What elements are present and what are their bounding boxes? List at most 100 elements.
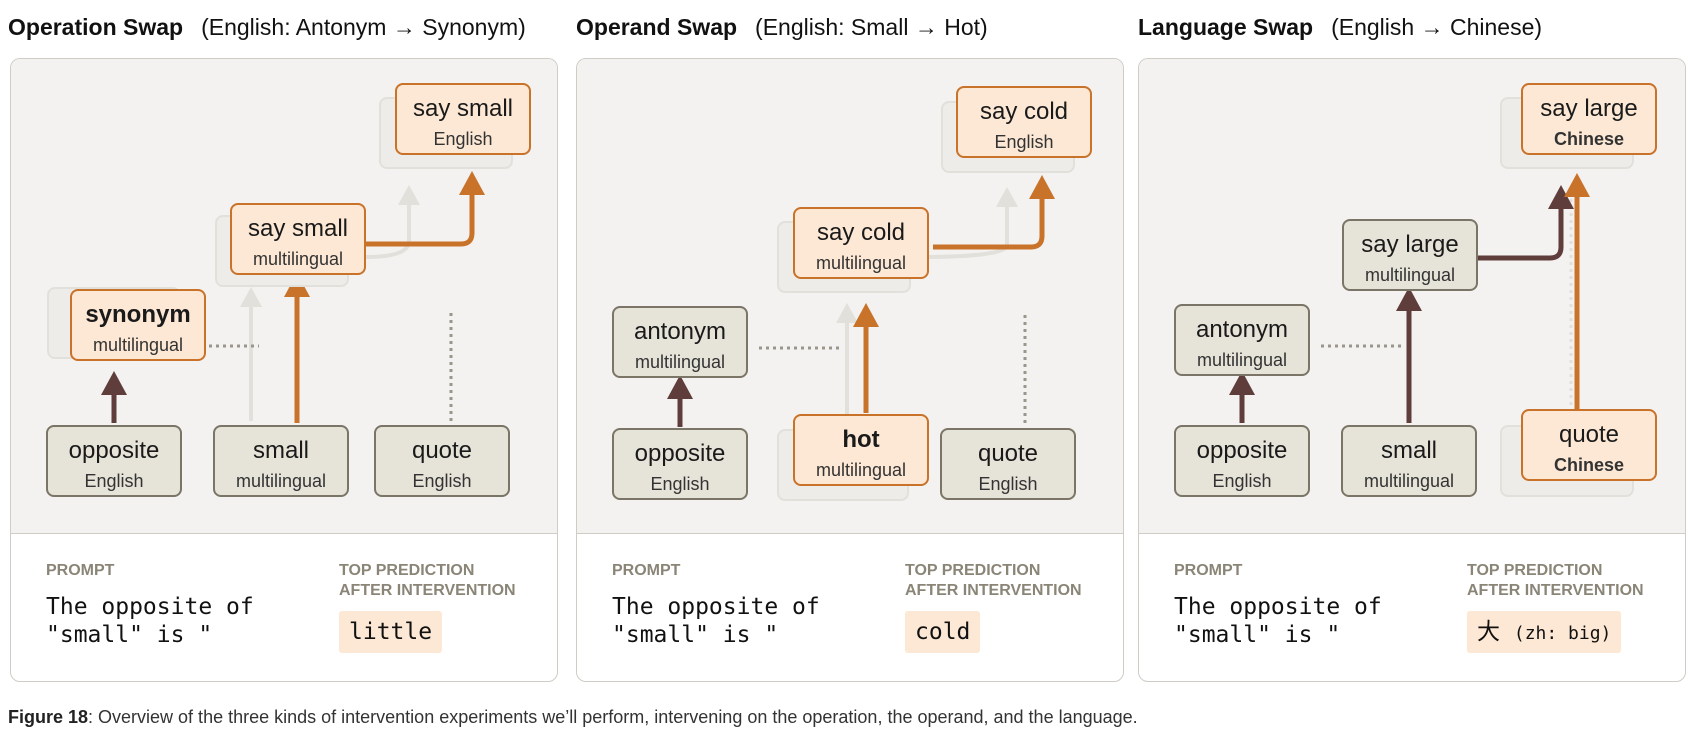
heading-title: Language Swap bbox=[1138, 14, 1314, 40]
panel-language-swap: say large Chinese say large multilingual… bbox=[1138, 58, 1686, 682]
panel-operation-swap: say small English say small multilingual… bbox=[10, 58, 558, 682]
prediction-value: cold bbox=[905, 611, 981, 653]
prediction-label-line-2: AFTER INTERVENTION bbox=[339, 582, 516, 599]
heading-subtitle: (English → Chinese) bbox=[1331, 14, 1543, 40]
prediction-token: 大 bbox=[1477, 619, 1500, 645]
node-antonym: antonym multilingual bbox=[1174, 304, 1310, 376]
node-title: quote bbox=[977, 440, 1039, 467]
node-small: small multilingual bbox=[213, 425, 349, 497]
arrowhead bbox=[667, 375, 693, 399]
node-opposite: opposite English bbox=[46, 425, 182, 497]
heading-title: Operation Swap bbox=[8, 14, 184, 40]
heading-subtitle: (English: Antonym → Synonym) bbox=[201, 14, 526, 40]
diagram: say cold English say cold multilingual a… bbox=[577, 59, 1123, 534]
panel-operand-swap: say cold English say cold multilingual a… bbox=[576, 58, 1124, 682]
node-hot: hot multilingual bbox=[793, 414, 929, 486]
node-subtitle: multilingual bbox=[1364, 265, 1456, 285]
node-title: say large bbox=[1540, 95, 1638, 122]
prediction-label: TOP PREDICTION AFTER INTERVENTION bbox=[1467, 561, 1644, 601]
node-title: say small bbox=[412, 95, 514, 122]
prompt-label: PROMPT bbox=[46, 562, 115, 579]
node-title: synonym bbox=[85, 301, 191, 328]
node-antonym: antonym multilingual bbox=[612, 306, 748, 378]
node-subtitle: English bbox=[650, 474, 710, 494]
node-title: hot bbox=[842, 426, 880, 453]
node-subtitle: multilingual bbox=[1363, 471, 1455, 491]
node-say-large-chinese: say large Chinese bbox=[1521, 83, 1657, 155]
node-say-small-multilingual: say small multilingual bbox=[230, 203, 366, 275]
caption-text: : Overview of the three kinds of interve… bbox=[88, 707, 1138, 727]
node-subtitle: multilingual bbox=[1196, 350, 1288, 370]
edge-saylarge-top bbox=[1475, 207, 1564, 261]
arrowhead bbox=[1396, 287, 1422, 311]
ghost-arrowhead bbox=[398, 185, 420, 205]
heading-language-swap: Language Swap (English → Chinese) bbox=[1138, 14, 1542, 41]
arrowhead bbox=[1564, 173, 1590, 197]
prediction-label-line-2: AFTER INTERVENTION bbox=[905, 582, 1082, 599]
node-say-large-multilingual: say large multilingual bbox=[1342, 219, 1478, 291]
node-subtitle: Chinese bbox=[1553, 455, 1625, 475]
prompt-line-2: "small" is " bbox=[46, 622, 213, 648]
arrowhead bbox=[459, 171, 485, 195]
prediction-note: (zh: big) bbox=[1513, 623, 1612, 644]
node-subtitle: English bbox=[994, 132, 1054, 152]
node-synonym: synonym multilingual bbox=[70, 289, 206, 361]
edge-saysmall-top bbox=[365, 193, 475, 247]
prompt-line-2: "small" is " bbox=[1174, 622, 1341, 648]
prompt-line-1: The opposite of bbox=[46, 594, 254, 620]
node-title: say large bbox=[1361, 231, 1459, 258]
node-subtitle: English bbox=[433, 129, 493, 149]
node-subtitle: multilingual bbox=[235, 471, 327, 491]
node-title: small bbox=[252, 437, 309, 464]
node-say-cold-english: say cold English bbox=[956, 86, 1092, 158]
arrowhead bbox=[853, 303, 879, 327]
node-title: opposite bbox=[68, 437, 160, 464]
arrowhead bbox=[101, 371, 127, 395]
figure-label: Figure 18 bbox=[8, 707, 89, 727]
graph-wires bbox=[1229, 173, 1590, 423]
prediction-label-line-2: AFTER INTERVENTION bbox=[1467, 582, 1644, 599]
node-title: antonym bbox=[1195, 316, 1289, 343]
node-subtitle: English bbox=[1212, 471, 1272, 491]
prediction-label-line-1: TOP PREDICTION bbox=[339, 562, 475, 579]
prediction-token: cold bbox=[915, 619, 971, 645]
prediction-token: little bbox=[349, 619, 433, 645]
arrowhead bbox=[1548, 185, 1574, 209]
node-subtitle: multilingual bbox=[815, 253, 907, 273]
prompt-line-2: "small" is " bbox=[612, 622, 779, 648]
node-subtitle: multilingual bbox=[815, 460, 907, 480]
node-say-small-english: say small English bbox=[395, 83, 531, 155]
heading-operation-swap: Operation Swap (English: Antonym → Synony… bbox=[8, 14, 526, 41]
prediction-label-line-1: TOP PREDICTION bbox=[1467, 562, 1603, 579]
node-subtitle: multilingual bbox=[634, 352, 726, 372]
node-say-cold-multilingual: say cold multilingual bbox=[793, 207, 929, 279]
edge-saycold-top bbox=[933, 197, 1045, 250]
prompt-line-1: The opposite of bbox=[1174, 594, 1382, 620]
node-title: small bbox=[1380, 437, 1437, 464]
node-quote: quote English bbox=[374, 425, 510, 497]
node-subtitle: multilingual bbox=[92, 335, 184, 355]
node-title: say cold bbox=[816, 219, 906, 246]
prompt-text: The opposite of "small" is " bbox=[46, 593, 254, 649]
node-title: antonym bbox=[633, 318, 727, 345]
node-title: say small bbox=[247, 215, 349, 242]
prompt-line-1: The opposite of bbox=[612, 594, 820, 620]
heading-subtitle: (English: Small → Hot) bbox=[755, 14, 988, 40]
node-opposite: opposite English bbox=[1174, 425, 1310, 497]
node-subtitle: English bbox=[978, 474, 1038, 494]
figure-caption: Figure 18: Overview of the three kinds o… bbox=[8, 707, 1138, 728]
prompt-label: PROMPT bbox=[1174, 562, 1243, 579]
diagram: say large Chinese say large multilingual… bbox=[1139, 59, 1685, 534]
node-subtitle: English bbox=[84, 471, 144, 491]
node-subtitle: Chinese bbox=[1553, 129, 1625, 149]
node-title: opposite bbox=[634, 440, 726, 467]
arrowhead bbox=[1029, 175, 1055, 199]
node-title: quote bbox=[1558, 421, 1620, 448]
node-title: opposite bbox=[1196, 437, 1288, 464]
node-opposite: opposite English bbox=[612, 428, 748, 500]
prediction-label: TOP PREDICTION AFTER INTERVENTION bbox=[339, 561, 516, 601]
node-small: small multilingual bbox=[1341, 425, 1477, 497]
ghost-arrowhead bbox=[836, 303, 858, 323]
heading-operand-swap: Operand Swap(English: Small → Hot) bbox=[576, 14, 988, 41]
prediction-value: 大 (zh: big) bbox=[1467, 611, 1622, 653]
